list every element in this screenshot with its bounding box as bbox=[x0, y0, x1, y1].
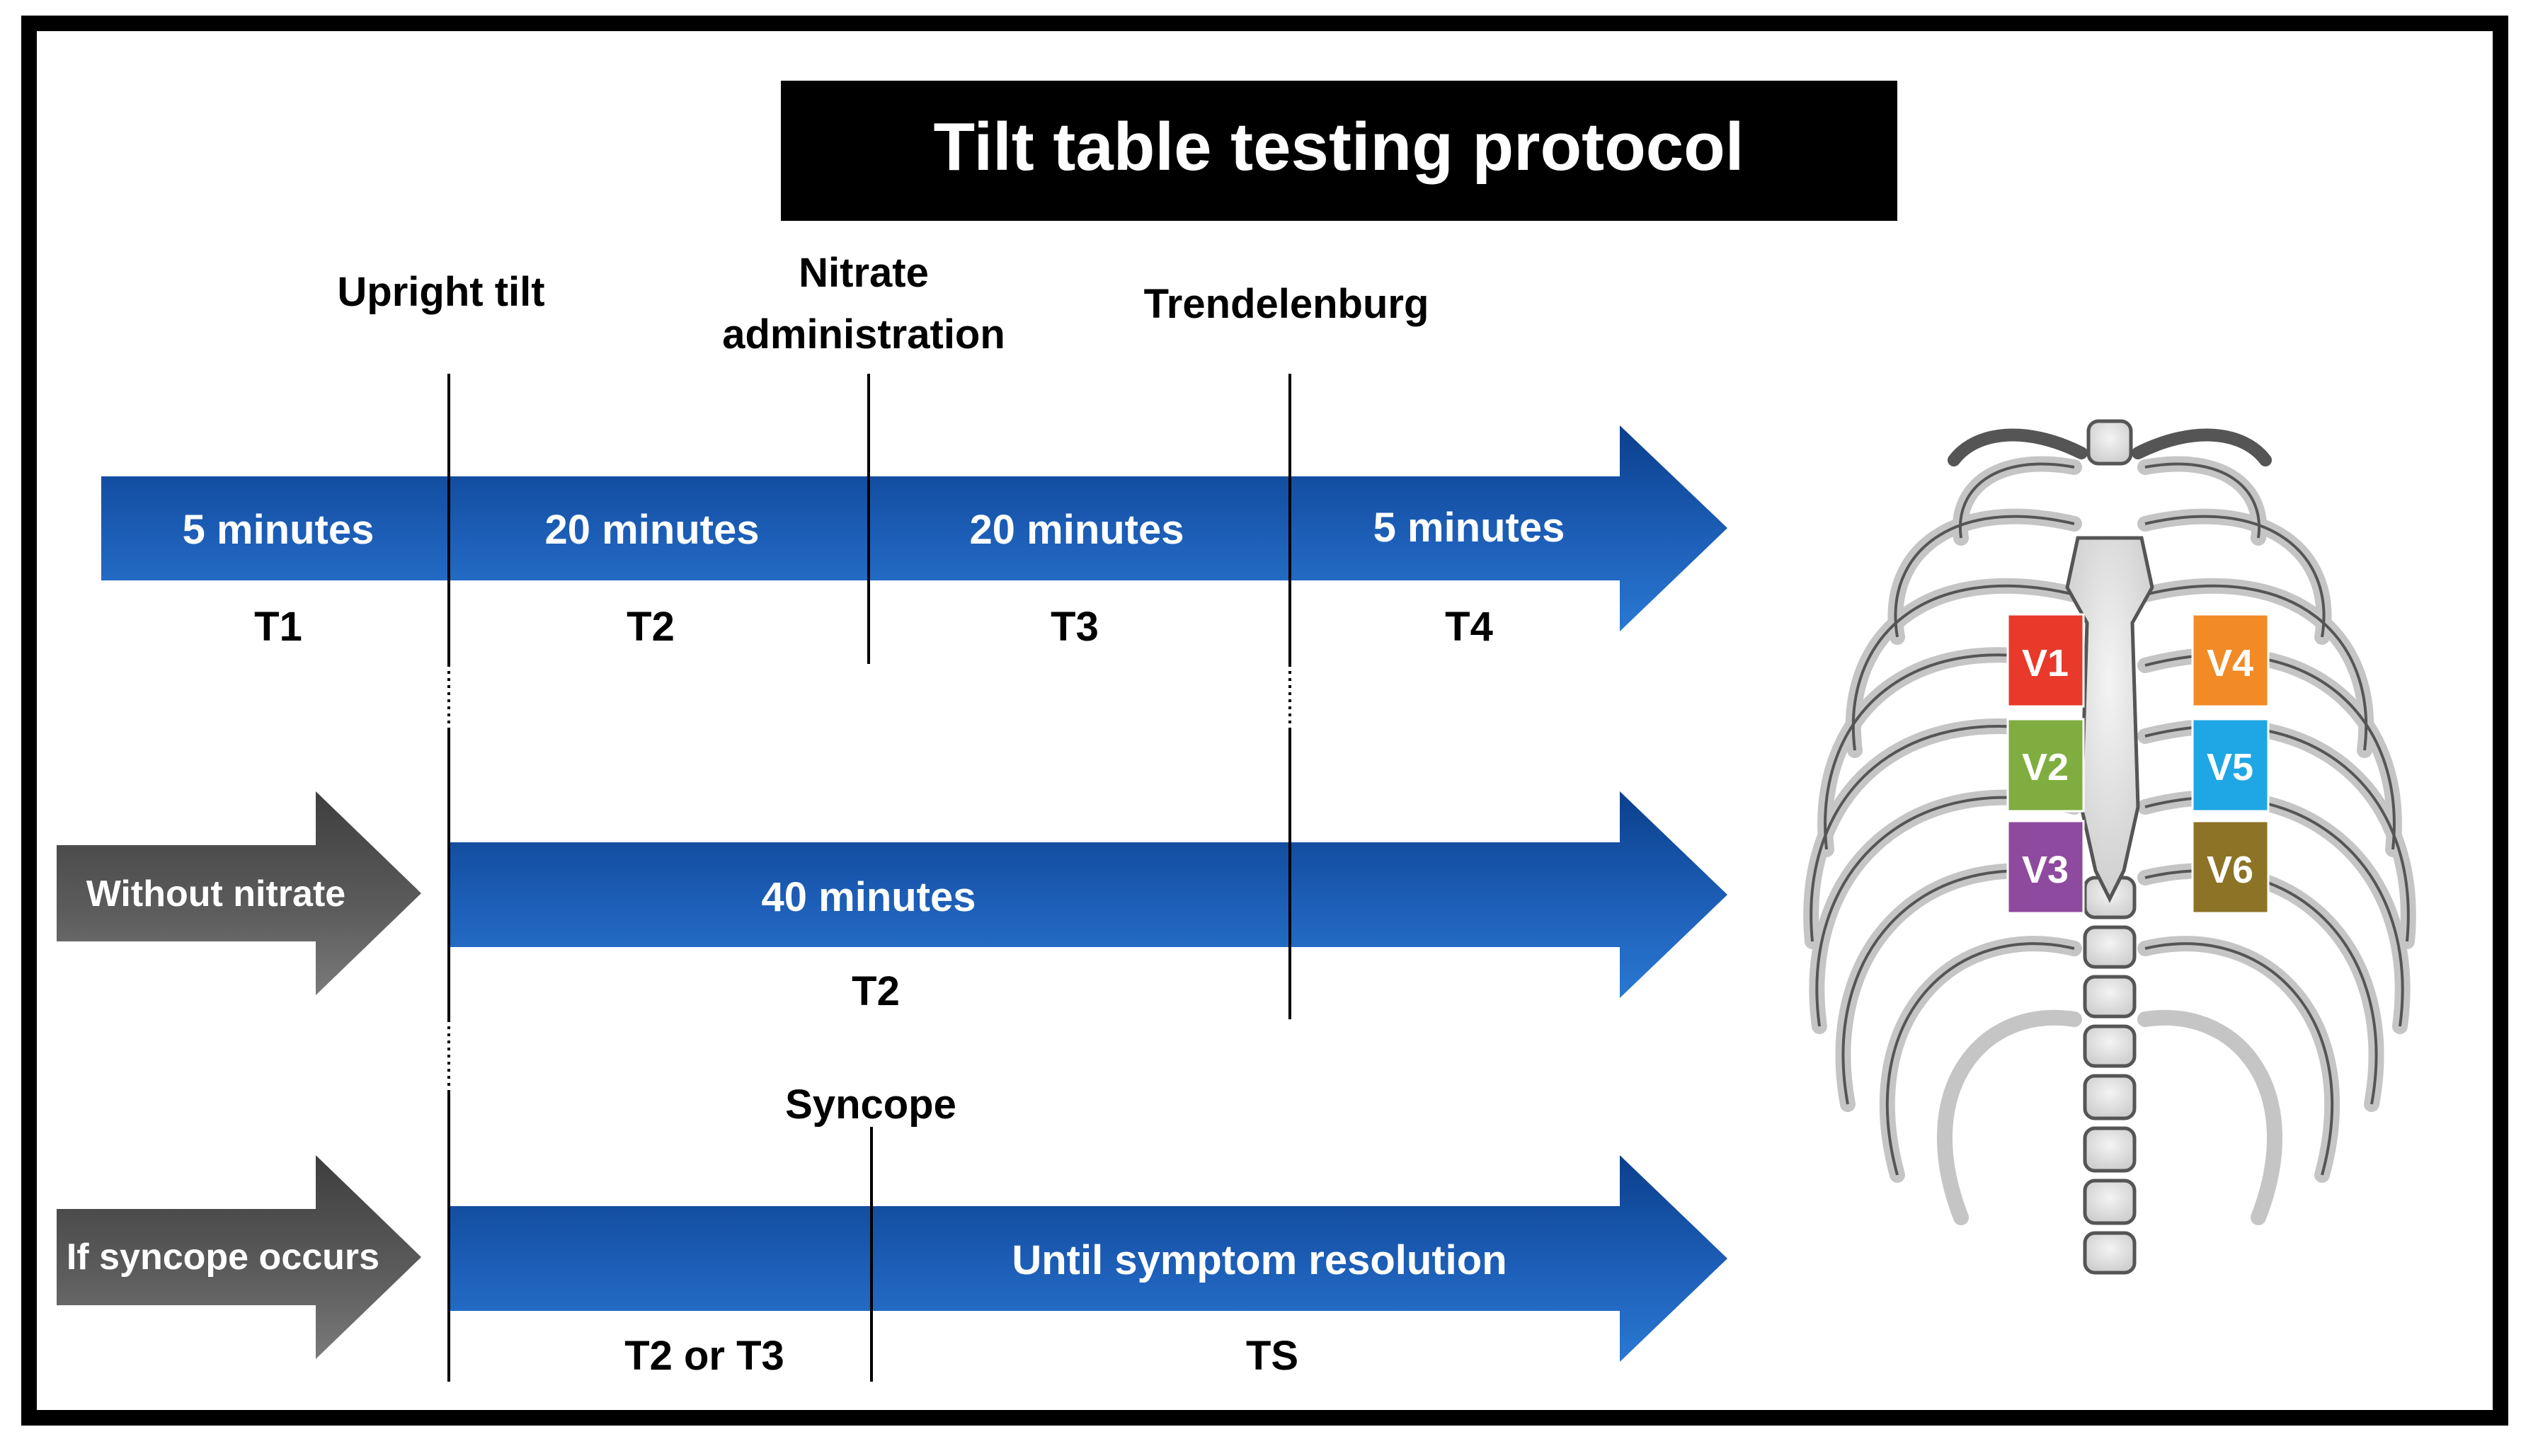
event-label-upright-tilt: Upright tilt bbox=[337, 269, 544, 315]
event-label-syncope: Syncope bbox=[785, 1082, 956, 1128]
side-label-without-nitrate: Without nitrate bbox=[86, 873, 345, 915]
event-label-trendelenburg: Trendelenburg bbox=[1144, 281, 1429, 327]
spine bbox=[2083, 876, 2137, 1275]
without-nitrate-phase: T2 bbox=[852, 968, 900, 1014]
side-label-syncope: If syncope occurs bbox=[67, 1237, 379, 1278]
rib-cage-illustration bbox=[1803, 419, 2416, 1275]
ecg-leads: V1 V2 V3 V4 V5 V6 bbox=[2006, 613, 2270, 915]
lead-box-v1 bbox=[2006, 613, 2085, 708]
lead-box-v2 bbox=[2006, 718, 2085, 813]
side-arrow-without-nitrate bbox=[57, 791, 421, 995]
lead-label-v2: V2 bbox=[2022, 746, 2069, 789]
timeline-arrow-standard bbox=[101, 425, 1727, 631]
event-label-nitrate-line2: administration bbox=[722, 311, 1005, 357]
lead-label-v6: V6 bbox=[2207, 849, 2253, 891]
title-banner bbox=[781, 81, 1897, 221]
phase-label-t2: T2 bbox=[627, 604, 675, 650]
event-label-nitrate-line1: Nitrate bbox=[799, 250, 929, 296]
lead-box-v3 bbox=[2006, 820, 2085, 915]
lead-label-v5: V5 bbox=[2207, 746, 2253, 789]
lead-label-v1: V1 bbox=[2022, 642, 2069, 684]
lead-label-v3: V3 bbox=[2022, 849, 2069, 891]
lead-box-v5 bbox=[2191, 718, 2270, 813]
marker-lines bbox=[447, 374, 1291, 1382]
segment-duration-t1: 5 minutes bbox=[183, 507, 375, 553]
lead-label-v4: V4 bbox=[2207, 642, 2253, 684]
clavicle-right bbox=[2132, 428, 2272, 466]
segment-duration-t4: 5 minutes bbox=[1373, 505, 1565, 551]
phase-label-t3: T3 bbox=[1051, 604, 1099, 650]
timeline-arrow-without-nitrate bbox=[450, 791, 1727, 998]
segment-duration-t3: 20 minutes bbox=[970, 507, 1184, 553]
clavicle-left bbox=[1948, 428, 2088, 466]
syncope-phase-before: T2 or T3 bbox=[624, 1333, 784, 1379]
phase-label-t1: T1 bbox=[254, 604, 302, 650]
lead-box-v6 bbox=[2191, 820, 2270, 915]
phase-label-t4: T4 bbox=[1445, 604, 1493, 650]
syncope-duration: Until symptom resolution bbox=[1012, 1237, 1507, 1283]
side-arrow-syncope bbox=[57, 1155, 421, 1359]
syncope-phase-after: TS bbox=[1246, 1333, 1298, 1379]
timeline-arrow-syncope bbox=[450, 1155, 1727, 1362]
upper-vertebra bbox=[2086, 419, 2133, 466]
ribs-right bbox=[2137, 456, 2416, 1225]
without-nitrate-duration: 40 minutes bbox=[762, 874, 976, 920]
lead-box-v4 bbox=[2191, 613, 2270, 708]
page-title: Tilt table testing protocol bbox=[934, 109, 1744, 185]
segment-duration-t2: 20 minutes bbox=[545, 507, 760, 553]
